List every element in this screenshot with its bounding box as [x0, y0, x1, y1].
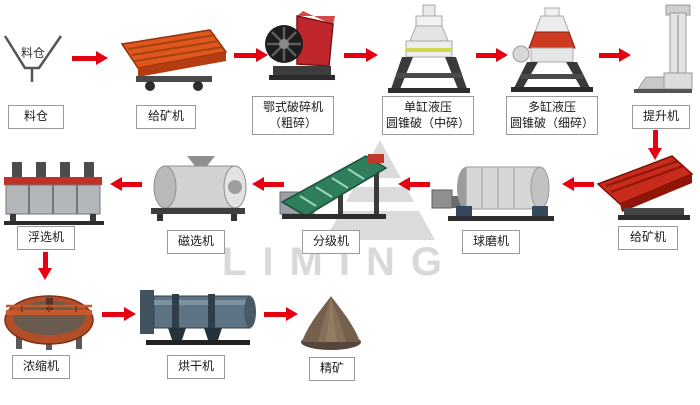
- arrow-feeder2-to-ball-mill: [562, 177, 594, 191]
- label-magnetic-separator: 磁选机: [167, 230, 225, 254]
- label-cone-crusher-mid: 单缸液压 圆锥破（中碎）: [382, 96, 474, 136]
- label-classifier: 分级机: [302, 230, 360, 254]
- label-flotation-machine: 浮选机: [17, 226, 75, 250]
- ball-mill-icon: [428, 158, 558, 222]
- arrow-feeder-to-jaw-crusher: [234, 48, 268, 62]
- label-jaw-crusher: 鄂式破碎机 （粗碎）: [252, 96, 334, 136]
- bucket-elevator-icon: [626, 3, 696, 95]
- label-ball-mill: 球磨机: [462, 230, 520, 254]
- arrow-silo-to-feeder: [72, 51, 108, 65]
- label-cone-crusher-fine: 多缸液压 圆锥破（细碎）: [506, 96, 598, 136]
- arrow-elevator-to-feeder2: [648, 130, 662, 160]
- flotation-machine-icon: [2, 150, 106, 226]
- magnetic-separator-icon: [143, 154, 251, 222]
- cone-crusher-mid-icon: [386, 3, 472, 95]
- silo-icon: 料仓: [2, 32, 64, 88]
- silo-inline-label: 料仓: [21, 46, 45, 60]
- concentrate-pile-icon: [298, 288, 364, 352]
- arrow-magnetic-to-flotation: [110, 177, 142, 191]
- arrow-flotation-to-thickener: [38, 252, 52, 280]
- label-feeder2: 给矿机: [618, 226, 678, 250]
- arrow-cone-fine-to-elevator: [599, 48, 631, 62]
- jaw-crusher-icon: [263, 6, 341, 94]
- label-silo: 料仓: [8, 105, 64, 129]
- label-bucket-elevator: 提升机: [632, 105, 690, 129]
- arrow-dryer-to-concentrate: [264, 307, 298, 321]
- label-thickener: 浓缩机: [12, 355, 70, 379]
- vibrating-feeder-icon: [112, 28, 230, 92]
- vibrating-feeder2-icon: [594, 148, 698, 222]
- label-concentrate: 精矿: [309, 357, 355, 381]
- arrow-thickener-to-dryer: [102, 307, 136, 321]
- cone-crusher-fine-icon: [509, 6, 595, 94]
- arrow-ball-mill-to-classifier: [398, 177, 430, 191]
- label-dryer: 烘干机: [167, 355, 225, 379]
- arrow-jaw-to-cone-mid: [344, 48, 378, 62]
- thickener-icon: [2, 276, 96, 352]
- arrow-classifier-to-magnetic: [252, 177, 284, 191]
- arrow-cone-mid-to-cone-fine: [476, 48, 508, 62]
- spiral-classifier-icon: [278, 146, 396, 222]
- rotary-dryer-icon: [138, 282, 258, 348]
- label-feeder1: 给矿机: [136, 105, 196, 129]
